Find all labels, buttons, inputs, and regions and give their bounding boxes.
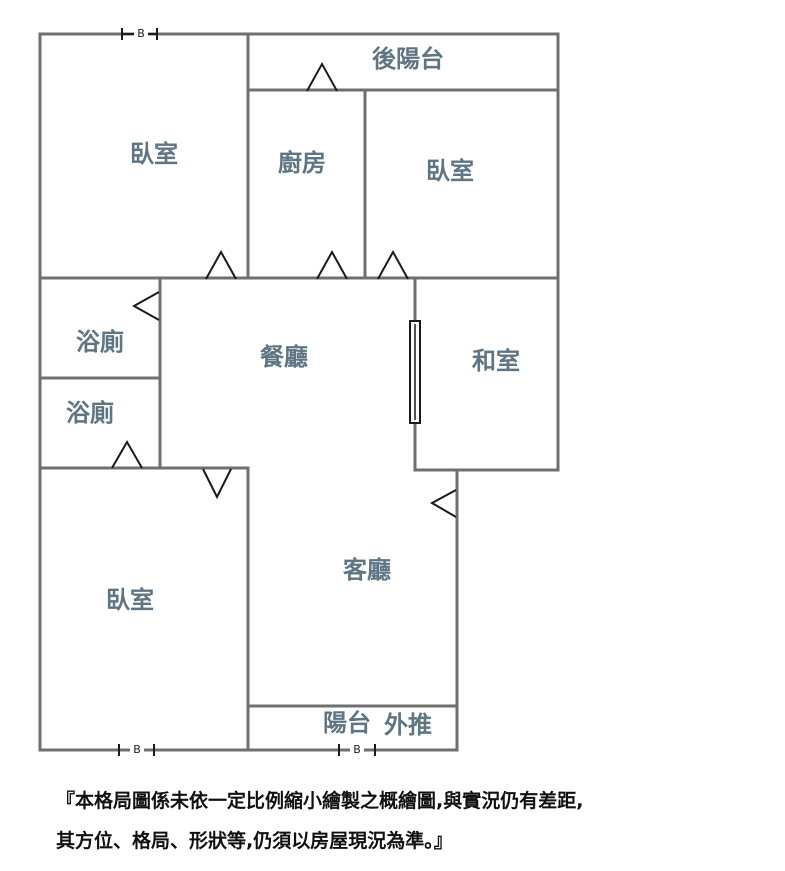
door-rear-balcony <box>306 61 338 92</box>
room-label-bedroom-top-right: 臥室 <box>426 157 474 185</box>
marker-b-bottom-right-label: B <box>353 743 361 756</box>
room-label-front-balcony: 陽台 <box>323 709 371 737</box>
door-bathroom-lower <box>111 439 143 469</box>
door-symbols <box>111 61 457 518</box>
room-label-bedroom-top-left: 臥室 <box>130 140 178 168</box>
room-label-kitchen: 廚房 <box>278 149 326 177</box>
marker-b-bottom-right: B <box>338 743 376 757</box>
disclaimer-line-2: 其方位、格局、形狀等,仍須以房屋現況為準。』 <box>56 830 453 852</box>
door-bathroom-upper <box>131 291 160 321</box>
room-label-bathroom-upper: 浴廁 <box>76 328 124 356</box>
walls <box>38 32 560 752</box>
sliding-door-panel <box>409 320 421 424</box>
room-label-bedroom-bottom-left: 臥室 <box>106 586 154 614</box>
room-label-dining-room: 餐廳 <box>260 343 308 371</box>
door-bedroom-top-right <box>377 249 409 280</box>
marker-b-bottom-left: B <box>118 743 155 757</box>
marker-b-top-label: B <box>137 27 145 40</box>
marker-b-top: B <box>121 27 158 41</box>
room-label-rear-balcony: 後陽台 <box>372 45 444 73</box>
door-bedroom-top-left <box>205 249 237 280</box>
door-kitchen <box>316 249 348 280</box>
door-bedroom-bottom-left <box>202 468 232 500</box>
marker-b-bottom-left-label: B <box>133 743 141 756</box>
room-label-living-room: 客廳 <box>343 556 391 584</box>
room-label-japanese-room: 和室 <box>472 347 520 375</box>
disclaimer-line-1: 『本格局圖係未依一定比例縮小繪製之概繪圖,與實況仍有差距, <box>56 790 584 812</box>
room-label-front-balcony-note: 外推 <box>384 711 432 739</box>
door-living-room <box>429 489 457 518</box>
room-label-bathroom-lower: 浴廁 <box>66 399 114 427</box>
room-labels: 臥室 後陽台 廚房 臥室 浴廁 浴廁 餐廳 和室 臥室 客廳 陽台 外推 <box>66 45 520 739</box>
